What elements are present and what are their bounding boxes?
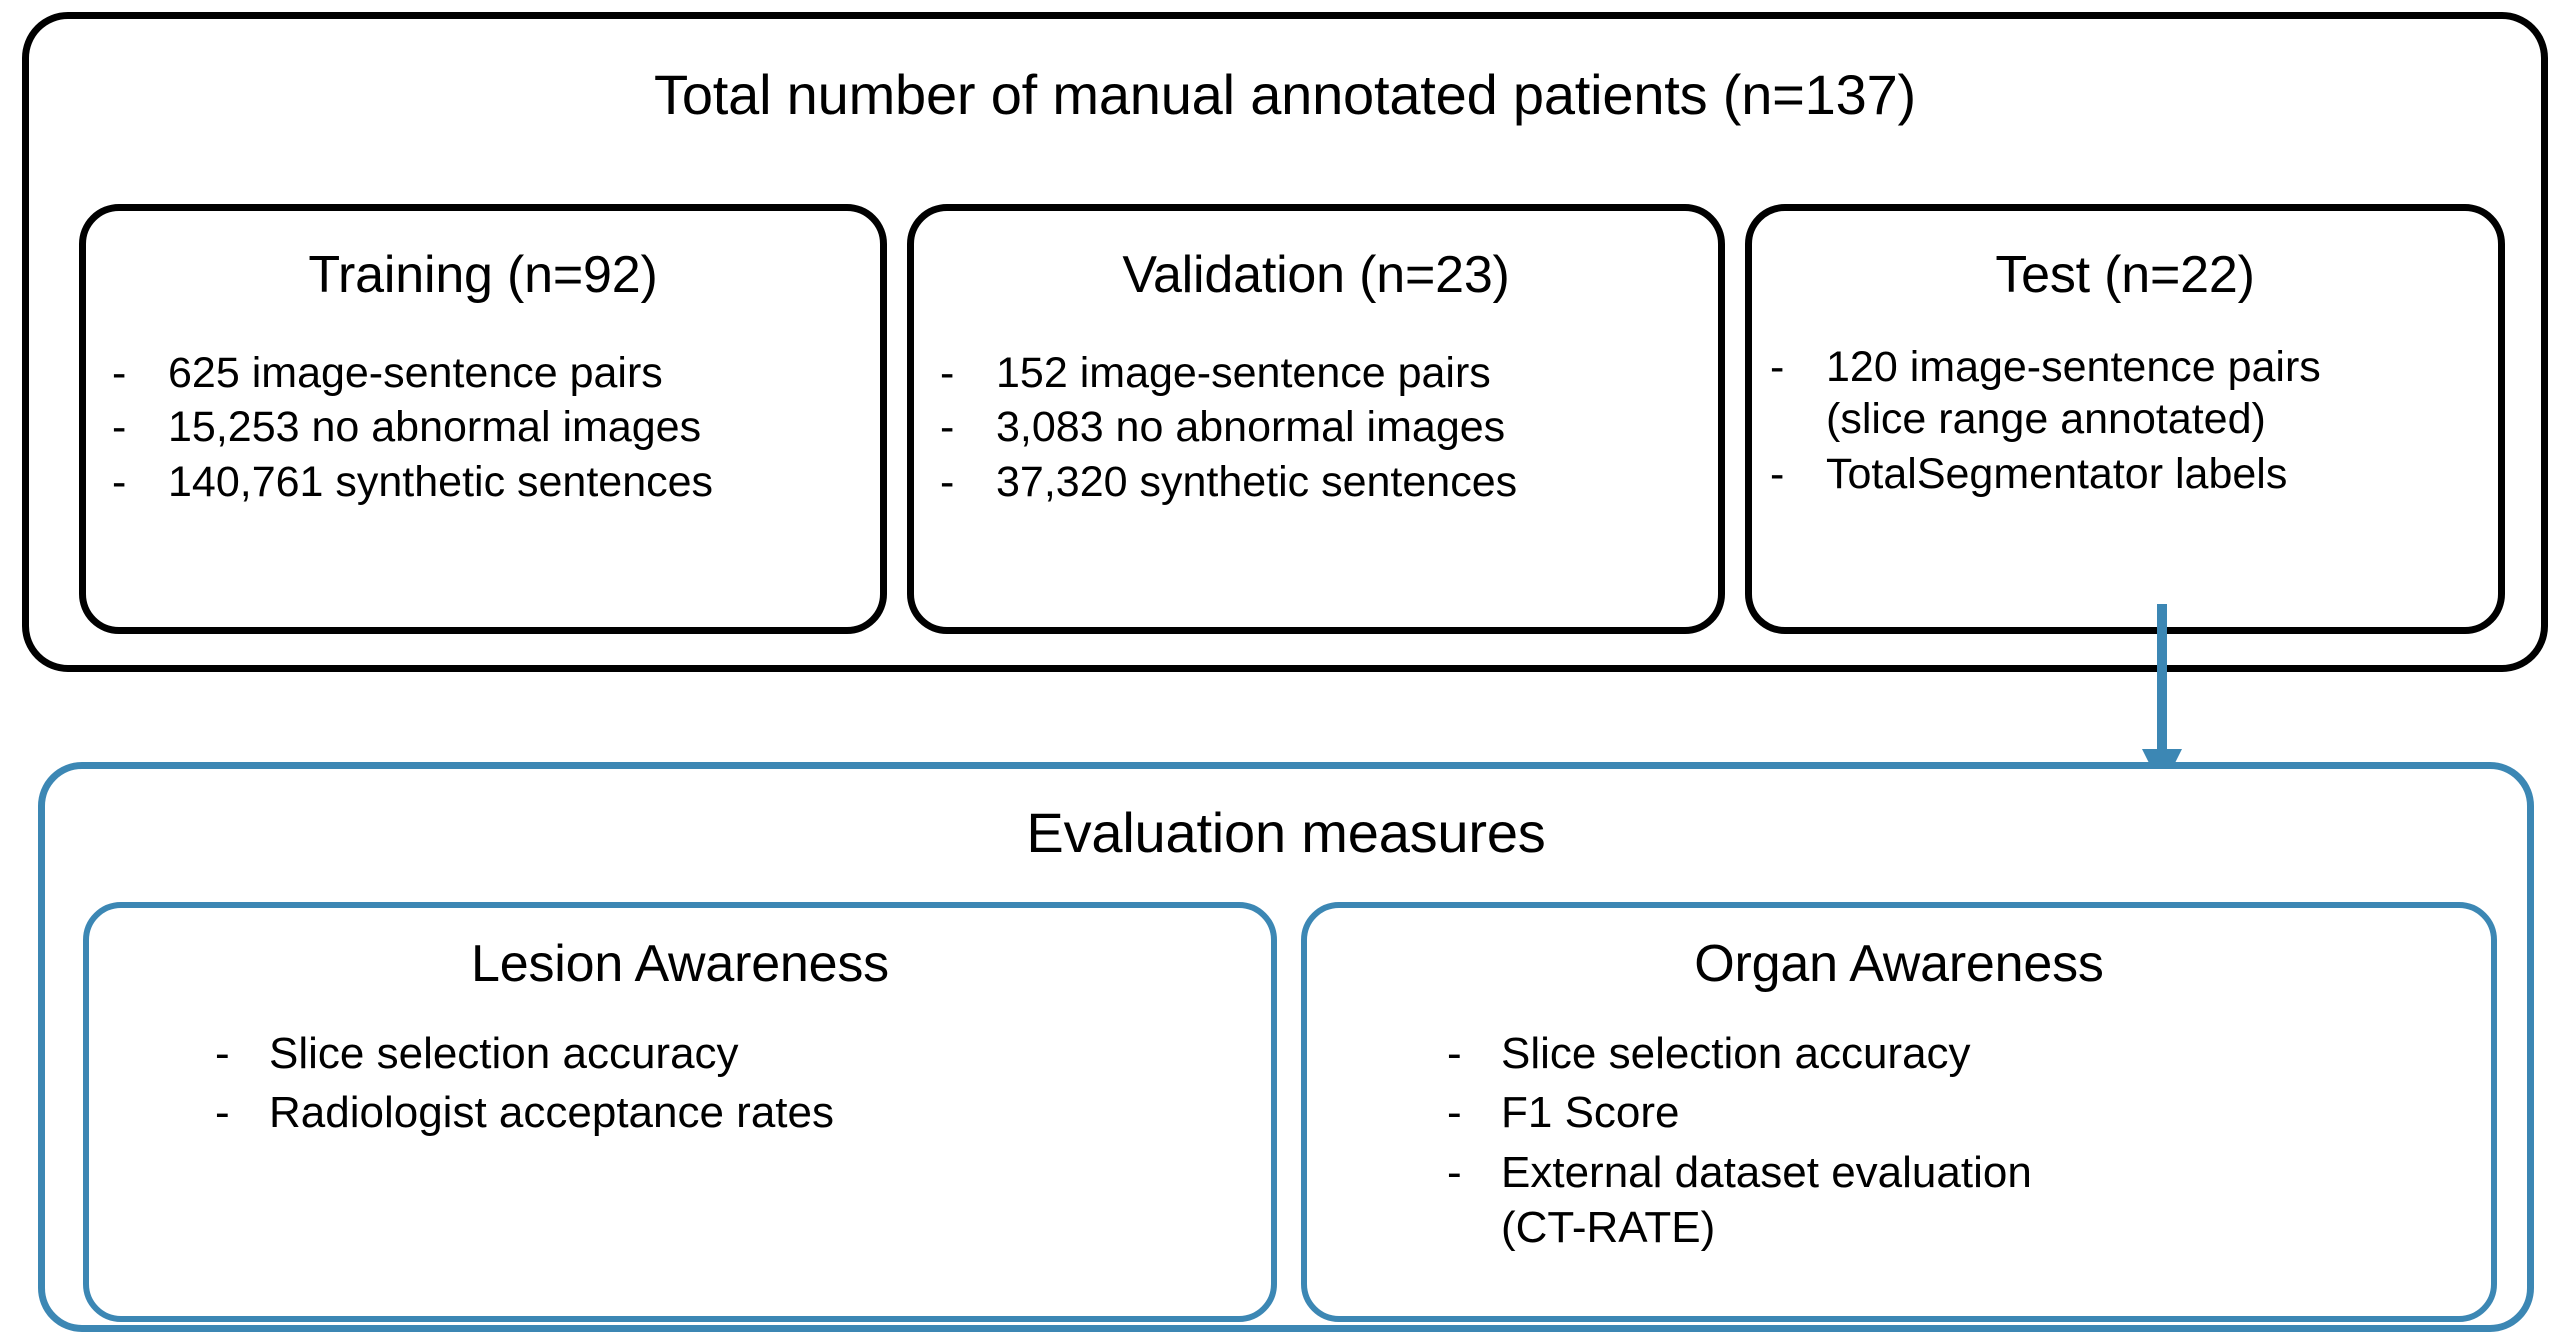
- split-box-training: Training (n=92) - 625 image-sentence pai…: [79, 204, 887, 634]
- bullet-text: Slice selection accuracy: [269, 1029, 739, 1078]
- bullet-text: TotalSegmentator labels: [1826, 449, 2288, 498]
- list-item: - Slice selection accuracy: [1447, 1026, 2491, 1081]
- list-item: - Radiologist acceptance rates: [215, 1085, 1271, 1140]
- bullet-marker: -: [1447, 1147, 1462, 1197]
- list-item: - 140,761 synthetic sentences: [112, 456, 880, 508]
- split-title-test: Test (n=22): [1995, 246, 2255, 304]
- bullet-marker: -: [940, 349, 955, 397]
- list-item: - External dataset evaluation (CT-RATE): [1447, 1145, 2491, 1256]
- split-title-validation: Validation (n=23): [1122, 246, 1510, 304]
- bullet-text: 3,083 no abnormal images: [996, 403, 1506, 452]
- split-title-training: Training (n=92): [308, 246, 658, 304]
- list-item: - 3,083 no abnormal images: [940, 401, 1718, 453]
- bullet-text: 37,320 synthetic sentences: [996, 457, 1518, 506]
- list-item: - 625 image-sentence pairs: [112, 347, 880, 399]
- dataset-section-title: Total number of manual annotated patient…: [654, 63, 1916, 126]
- bullet-marker: -: [112, 349, 127, 397]
- evaluation-section: Evaluation measures Lesion Awareness - S…: [38, 762, 2534, 1332]
- split-bullets-test: - 120 image-sentence pairs (slice range …: [1752, 341, 2498, 500]
- bullet-text: Radiologist acceptance rates: [269, 1088, 834, 1138]
- split-box-test: Test (n=22) - 120 image-sentence pairs (…: [1745, 204, 2505, 634]
- bullet-marker: -: [112, 403, 127, 452]
- list-item: - 37,320 synthetic sentences: [940, 456, 1718, 508]
- bullet-marker: -: [215, 1088, 230, 1138]
- list-item: - Slice selection accuracy: [215, 1026, 1271, 1081]
- bullet-marker: -: [1770, 343, 1785, 391]
- list-item: - 120 image-sentence pairs (slice range …: [1770, 341, 2498, 446]
- bullet-marker: -: [1770, 449, 1785, 498]
- bullet-marker: -: [215, 1029, 230, 1078]
- bullet-text: 625 image-sentence pairs: [168, 349, 663, 397]
- bullet-text: 120 image-sentence pairs (slice range an…: [1826, 343, 2321, 444]
- list-item: - F1 Score: [1447, 1085, 2491, 1140]
- bullet-marker: -: [1447, 1029, 1462, 1078]
- list-item: - 152 image-sentence pairs: [940, 347, 1718, 399]
- dataset-splits-row: Training (n=92) - 625 image-sentence pai…: [79, 204, 2505, 634]
- bullet-marker: -: [940, 403, 955, 452]
- bullet-text: F1 Score: [1501, 1088, 1680, 1138]
- evaluation-box-lesion-awareness: Lesion Awareness - Slice selection accur…: [83, 902, 1277, 1322]
- bullet-marker: -: [940, 457, 955, 506]
- evaluation-title-organ-awareness: Organ Awareness: [1694, 935, 2104, 993]
- evaluation-title-lesion-awareness: Lesion Awareness: [471, 935, 889, 993]
- evaluation-bullets-lesion-awareness: - Slice selection accuracy - Radiologist…: [89, 1026, 1271, 1141]
- bullet-text: External dataset evaluation (CT-RATE): [1501, 1147, 2032, 1253]
- list-item: - TotalSegmentator labels: [1770, 448, 2498, 500]
- bullet-marker: -: [1447, 1088, 1462, 1138]
- evaluation-groups-row: Lesion Awareness - Slice selection accur…: [83, 902, 2497, 1322]
- evaluation-section-title: Evaluation measures: [1026, 801, 1546, 864]
- evaluation-box-organ-awareness: Organ Awareness - Slice selection accura…: [1301, 902, 2497, 1322]
- split-bullets-training: - 625 image-sentence pairs - 15,253 no a…: [86, 347, 880, 508]
- bullet-marker: -: [112, 457, 127, 506]
- list-item: - 15,253 no abnormal images: [112, 401, 880, 453]
- bullet-text: Slice selection accuracy: [1501, 1029, 1971, 1078]
- dataset-section: Total number of manual annotated patient…: [22, 12, 2548, 672]
- split-bullets-validation: - 152 image-sentence pairs - 3,083 no ab…: [914, 347, 1718, 508]
- split-box-validation: Validation (n=23) - 152 image-sentence p…: [907, 204, 1725, 634]
- bullet-text: 15,253 no abnormal images: [168, 403, 702, 452]
- bullet-text: 140,761 synthetic sentences: [168, 457, 714, 506]
- evaluation-bullets-organ-awareness: - Slice selection accuracy - F1 Score - …: [1307, 1026, 2491, 1256]
- bullet-text: 152 image-sentence pairs: [996, 349, 1491, 397]
